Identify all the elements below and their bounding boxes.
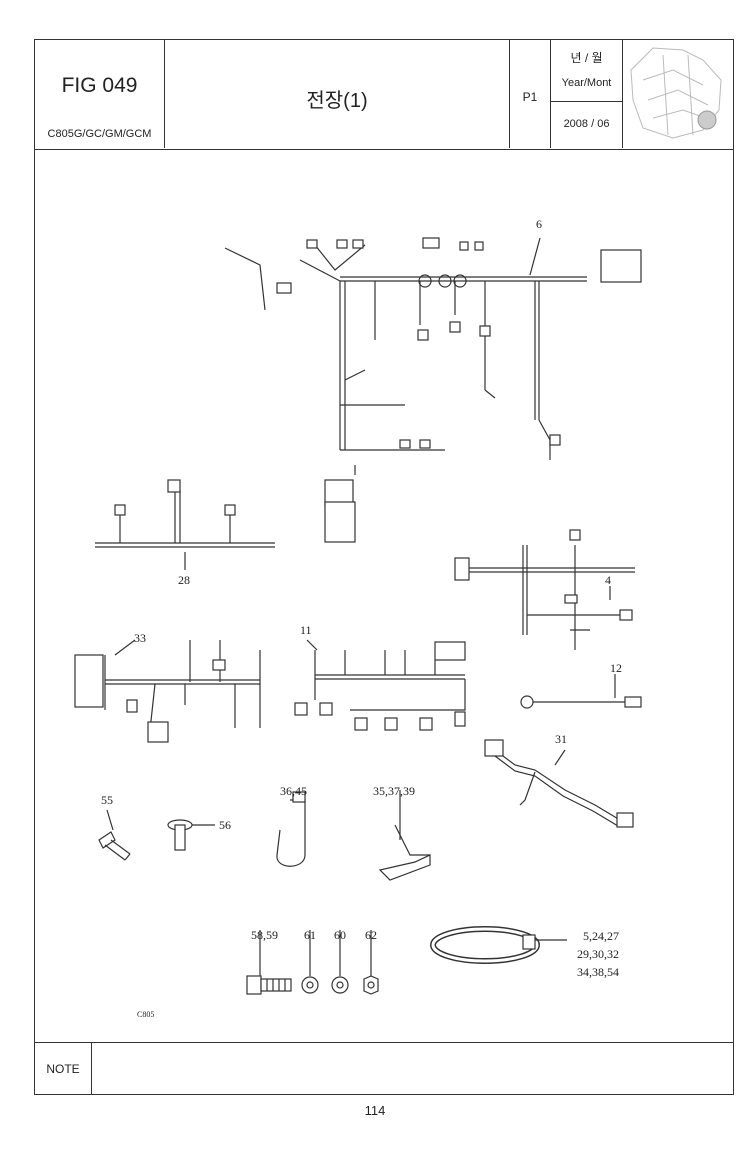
- callout-62: 62: [365, 928, 377, 942]
- callout-4: 4: [605, 573, 611, 587]
- bolt-56-icon: [167, 819, 215, 851]
- callout-31: 31: [555, 732, 567, 746]
- figure-number: FIG 049: [61, 74, 138, 97]
- harness-11: [294, 641, 466, 731]
- callout-tie-2: 29,30,32: [577, 947, 619, 961]
- callout-12: 12: [610, 661, 622, 675]
- title-block: FIG 049 C805G/GC/GM/GCM 전장(1) P1 년 / 월 Y…: [35, 40, 733, 150]
- spring-washer-60-icon: [331, 930, 349, 994]
- date-divider: [551, 101, 622, 102]
- drawing-code: C805: [137, 1010, 154, 1019]
- note-row: NOTE: [35, 1042, 733, 1094]
- year-month-label-en: Year/Mont: [561, 77, 612, 89]
- part-31: [484, 739, 634, 828]
- title-cell: 전장(1): [165, 40, 510, 148]
- callout-56: 56: [219, 818, 231, 832]
- note-label: NOTE: [35, 1043, 92, 1094]
- bolt-55-icon: [98, 831, 131, 861]
- part-12: [520, 695, 642, 709]
- washer-61-icon: [301, 930, 319, 994]
- machine-logo-icon: [630, 47, 722, 139]
- machine-logo-cell: [623, 40, 733, 148]
- date-cell: 년 / 월 Year/Mont 2008 / 06: [551, 40, 623, 148]
- revision-date: 2008 / 06: [563, 118, 610, 130]
- main-harness-6: [224, 237, 642, 543]
- harness-4: [454, 529, 635, 650]
- parts-diagram: 6 4 28 33 11 12 31 55 56 36,45 35,37,39 …: [74, 217, 642, 1019]
- callout-28: 28: [178, 573, 190, 587]
- harness-28: [95, 479, 275, 548]
- callout-36-45: 36,45: [280, 784, 307, 798]
- clip-35-37-39-icon: [378, 790, 431, 881]
- callout-58-59: 58,59: [251, 928, 278, 942]
- page-title: 전장(1): [306, 90, 368, 112]
- callout-tie-3: 34,38,54: [577, 965, 619, 979]
- sheet-number: P1: [522, 90, 538, 104]
- callout-6: 6: [536, 217, 542, 231]
- drawing-frame: FIG 049 C805G/GC/GM/GCM 전장(1) P1 년 / 월 Y…: [34, 39, 734, 1095]
- page-cell: P1: [510, 40, 551, 148]
- page-number: 114: [364, 1103, 386, 1118]
- parts-diagram-area: 6 4 28 33 11 12 31 55 56 36,45 35,37,39 …: [35, 150, 733, 1042]
- model-code: C805G/GC/GM/GCM: [47, 128, 152, 140]
- callout-11: 11: [300, 623, 312, 637]
- callout-60: 60: [334, 928, 346, 942]
- callout-61: 61: [304, 928, 316, 942]
- harness-33: [74, 640, 261, 743]
- callout-tie-1: 5,24,27: [583, 929, 619, 943]
- bolt-58-59-icon: [246, 930, 292, 995]
- figure-cell: FIG 049 C805G/GC/GM/GCM: [35, 40, 165, 148]
- callout-35-37-39: 35,37,39: [373, 784, 415, 798]
- clip-36-45-icon: [276, 791, 306, 867]
- year-month-label-kr: 년 / 월: [570, 51, 603, 65]
- callout-33: 33: [134, 631, 146, 645]
- cable-tie-icon: [430, 926, 567, 964]
- nut-62-icon: [363, 930, 379, 995]
- callout-55: 55: [101, 793, 113, 807]
